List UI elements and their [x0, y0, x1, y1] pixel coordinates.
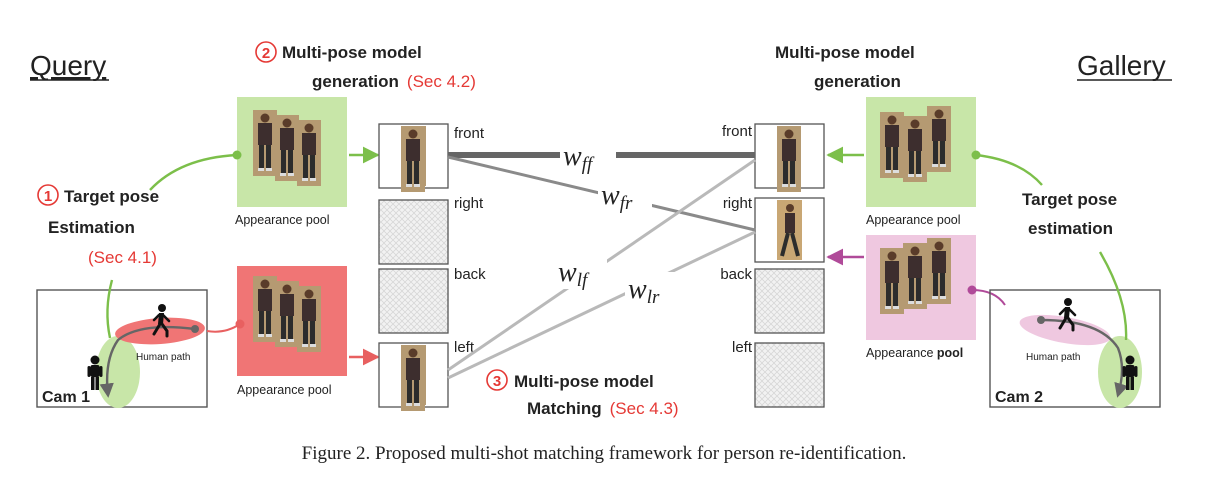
- weight-fr: wfr: [598, 180, 652, 214]
- cam2-path-start: [1037, 316, 1045, 324]
- weight-lf-text: wlf: [558, 257, 590, 291]
- cam1-red-ellipse: [115, 317, 205, 345]
- left-pool-red-photos: [253, 276, 321, 352]
- cam1-link-curve: [206, 323, 241, 333]
- weight-ff-text: wff: [563, 141, 595, 175]
- left-slot-left: [378, 342, 449, 411]
- right-slot-right: [754, 197, 825, 263]
- right-gen-line1: Multi-pose model: [775, 43, 915, 62]
- step3-line2: Matching (Sec 4.3): [527, 399, 679, 418]
- cam2-green-ellipse: [1098, 336, 1142, 408]
- figure-caption: Figure 2. Proposed multi-shot matching f…: [302, 443, 907, 464]
- right-slot-left: [754, 342, 825, 408]
- weight-lr-base: w: [628, 274, 647, 305]
- step1-ref: (Sec 4.1): [88, 248, 157, 267]
- right-slot-left-label: left: [732, 339, 753, 356]
- step3-line2-text: Matching: [527, 399, 602, 418]
- left-slot-back: [378, 268, 449, 334]
- cam2-green-link: [1098, 251, 1128, 341]
- left-pool-green-photos: [253, 110, 321, 186]
- step3-line1: Multi-pose model: [514, 372, 654, 391]
- right-pool-green-photos: [880, 106, 951, 182]
- step3-ref: (Sec 4.3): [610, 399, 679, 418]
- query-title: Query: [30, 50, 106, 81]
- cam2-human-path: Human path: [1026, 352, 1080, 363]
- right-pool-pink-label: Appearance pool: [866, 346, 963, 360]
- weight-ff-base: w: [563, 141, 582, 172]
- weight-ff: wff: [560, 138, 616, 175]
- right-pool-pink-label-b: pool: [937, 346, 963, 360]
- cam1-path-line: [99, 325, 196, 398]
- match-line-lr: [447, 230, 756, 380]
- left-slot-front-label: front: [454, 125, 485, 142]
- step3-number: 3: [493, 373, 501, 390]
- weight-lf-base: w: [558, 257, 577, 288]
- right-pool-pink-photos: [880, 238, 951, 314]
- left-slot-right-label: right: [454, 195, 484, 212]
- right-target-line2: estimation: [1028, 219, 1113, 238]
- right-slot-front-label: front: [722, 123, 753, 140]
- weight-ff-sub: ff: [582, 154, 595, 175]
- right-green-curve: [975, 153, 1043, 186]
- left-slot-front: [378, 123, 449, 192]
- weight-lr-text: wlr: [628, 274, 660, 308]
- step1-line1: Target pose: [64, 187, 159, 206]
- cam1-path-start: [191, 325, 199, 333]
- step1-number: 1: [44, 188, 52, 205]
- weight-fr-base: w: [601, 180, 620, 211]
- left-slot-back-label: back: [454, 266, 486, 283]
- cam1-green-ellipse: [96, 336, 140, 408]
- weight-lf-sub: lf: [577, 270, 590, 291]
- cam1-label: Cam 1: [42, 389, 90, 406]
- weight-fr-sub: fr: [620, 193, 633, 214]
- left-green-dot: [232, 150, 242, 160]
- right-target-line1: Target pose: [1022, 190, 1117, 209]
- step2-line2: generation (Sec 4.2): [312, 72, 476, 91]
- right-pool-green-label: Appearance pool: [866, 213, 961, 227]
- cam1-human-path: Human path: [136, 352, 190, 363]
- left-slot-left-label: left: [454, 339, 475, 356]
- right-gen-line2: generation: [814, 72, 901, 91]
- right-pink-curve: [971, 289, 1006, 306]
- step2-ref: (Sec 4.2): [407, 72, 476, 91]
- step2-line2-text: generation: [312, 72, 399, 91]
- right-slot-right-label: right: [723, 195, 753, 212]
- step3-badge: [486, 369, 508, 391]
- cam1-green-link: [106, 279, 114, 339]
- right-slot-front: [754, 123, 825, 192]
- weight-lr: wlr: [625, 272, 677, 308]
- step2-number: 2: [262, 45, 270, 62]
- cam1-link-dot: [235, 319, 245, 329]
- left-pool-green-label: Appearance pool: [235, 213, 330, 227]
- right-pool-pink-label-a: Appearance: [866, 346, 937, 360]
- right-slot-back-label: back: [720, 266, 752, 283]
- left-slot-right: [378, 199, 449, 265]
- gallery-title: Gallery: [1077, 50, 1166, 81]
- weight-lr-sub: lr: [647, 287, 660, 308]
- step2-line1: Multi-pose model: [282, 43, 422, 62]
- left-pool-red-label: Appearance pool: [237, 383, 332, 397]
- cam2-label: Cam 2: [995, 389, 1043, 406]
- cam2-box: [989, 289, 1161, 408]
- left-green-curve: [149, 153, 238, 191]
- right-slot-back: [754, 268, 825, 334]
- step1-line2: Estimation: [48, 218, 135, 237]
- weight-fr-text: wfr: [601, 180, 633, 214]
- step1-badge: [37, 184, 59, 206]
- step2-badge: [255, 41, 277, 63]
- weight-lf: wlf: [555, 255, 607, 291]
